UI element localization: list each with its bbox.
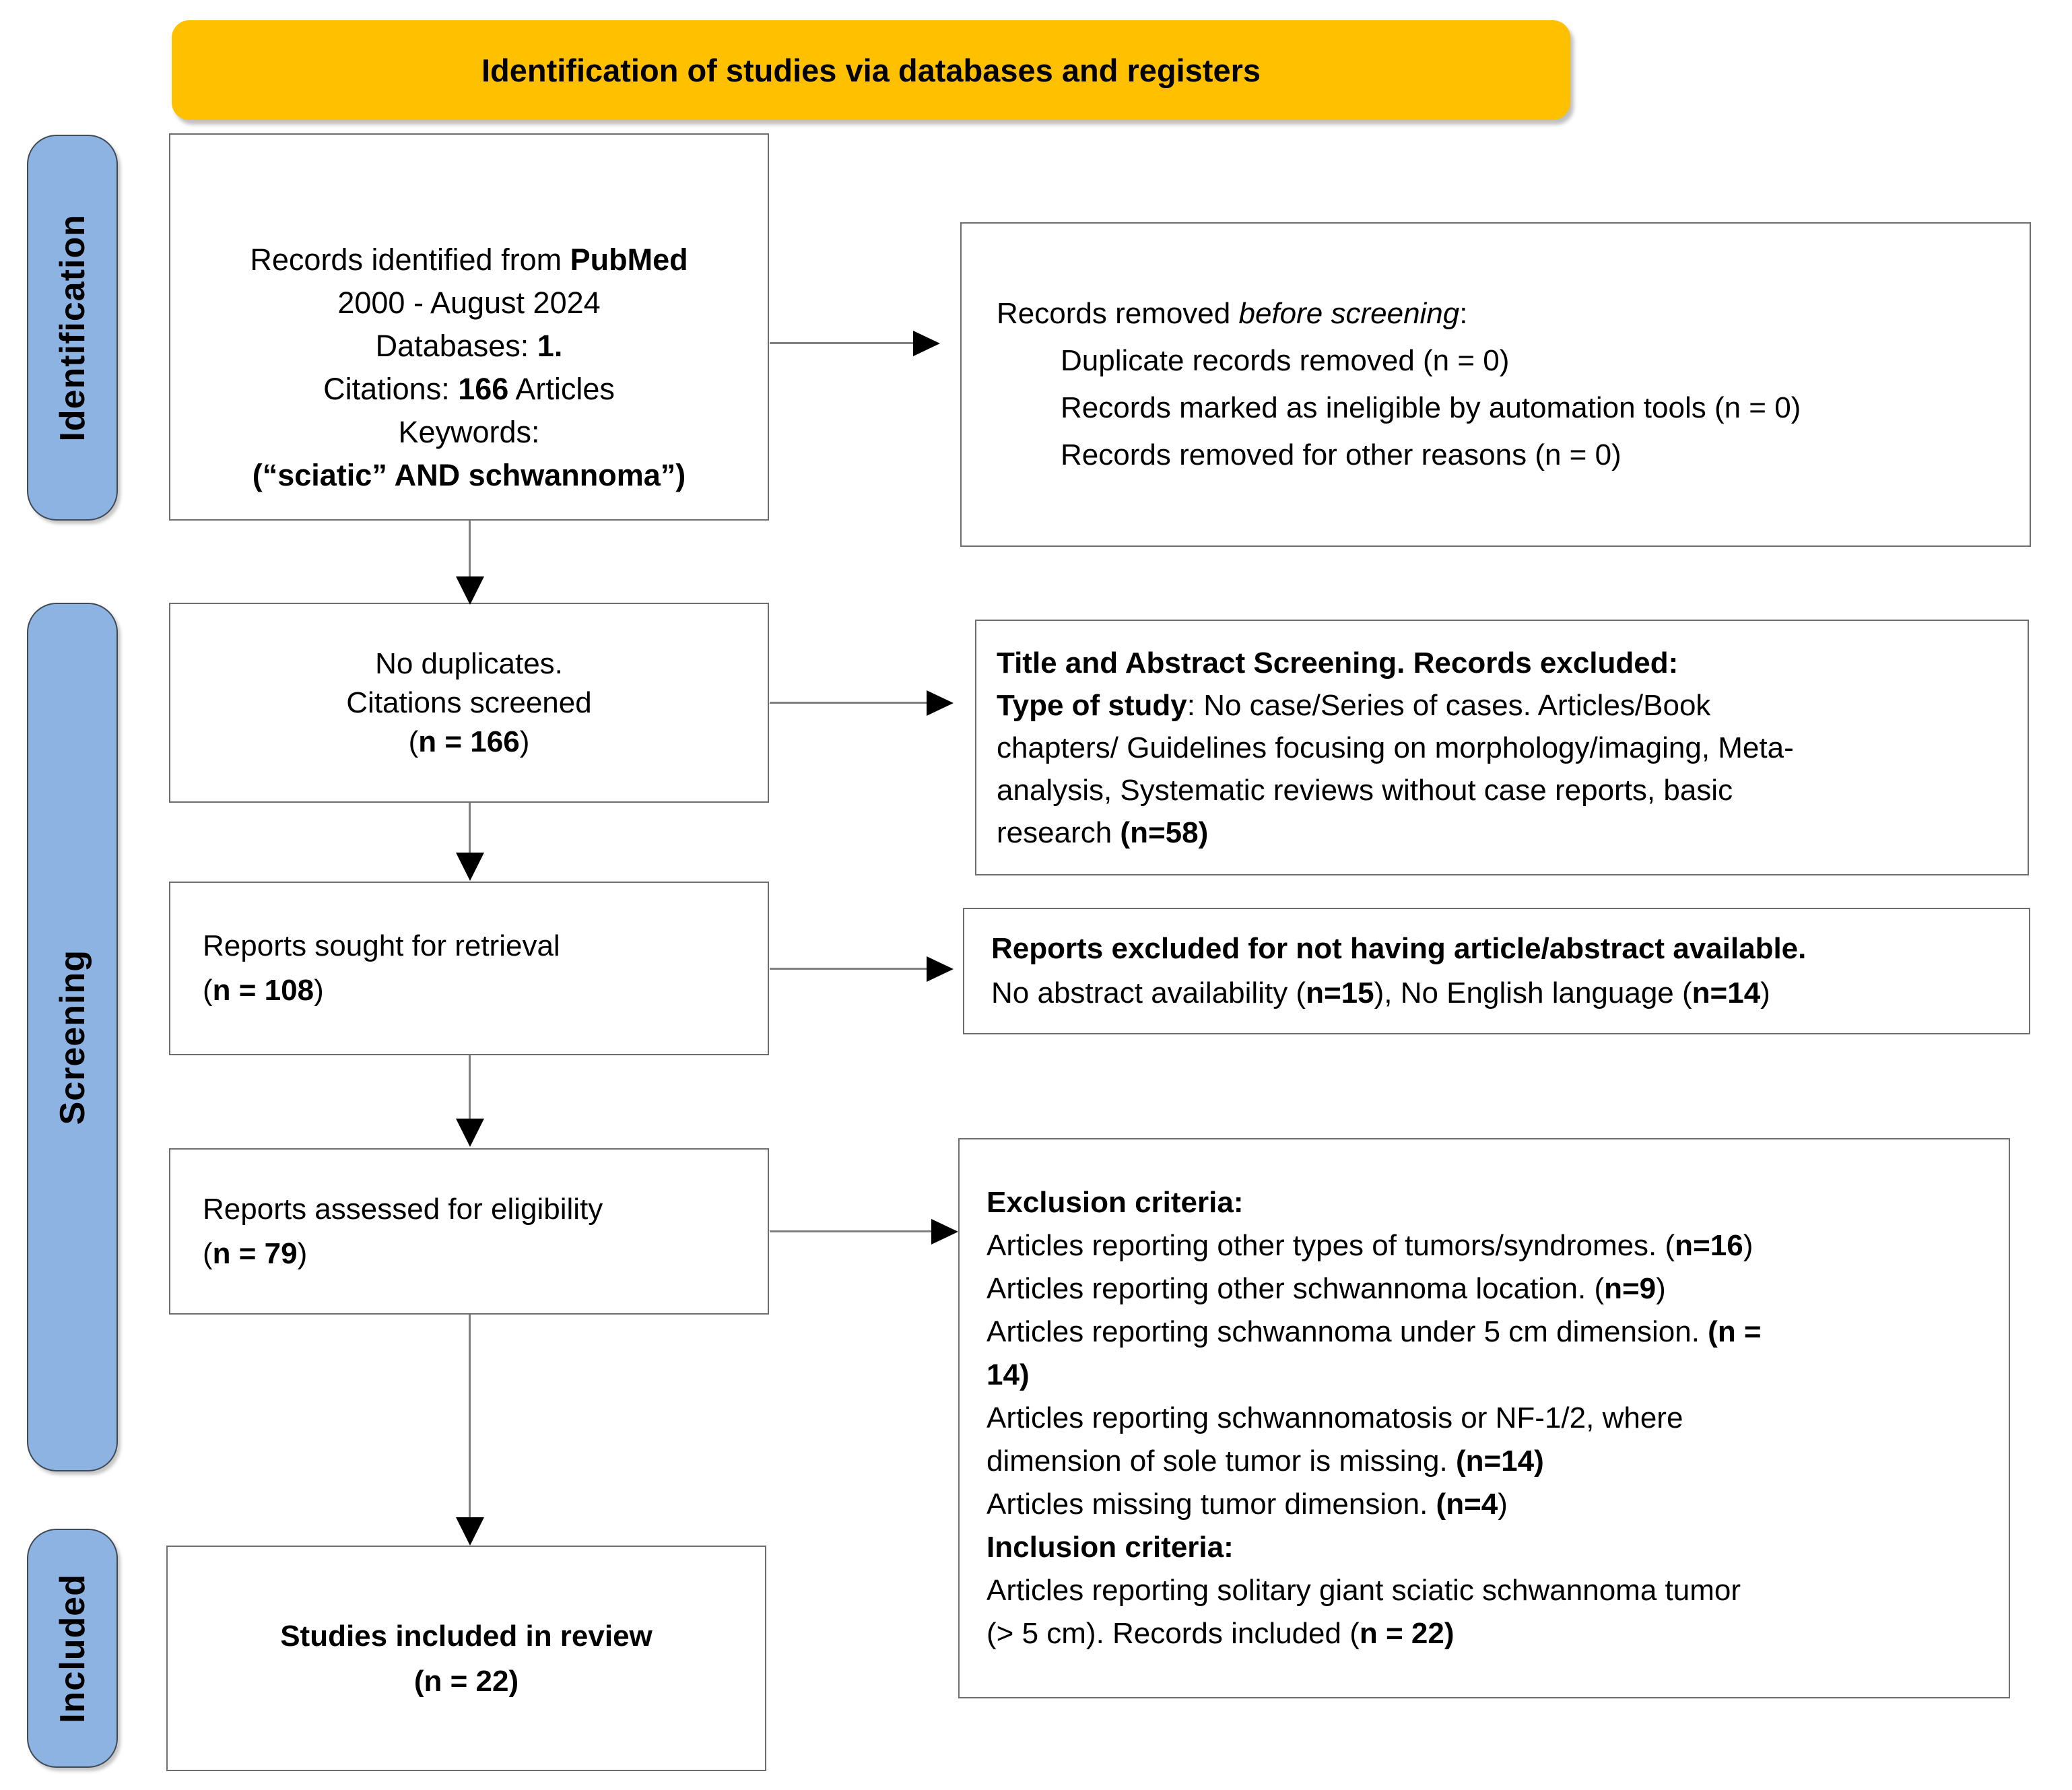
- arrow-identified-to-screened-line: [469, 521, 471, 578]
- arrow-assessed-to-included-head: [456, 1517, 484, 1546]
- stage-label-screening: Screening: [53, 949, 92, 1125]
- box-citations-screened-text: No duplicates.Citations screened(n = 166…: [346, 647, 592, 758]
- arrow-screened-to-sought-head: [456, 853, 484, 881]
- arrow-identified-to-removed-head: [913, 331, 940, 356]
- box-reports-excluded-text: Reports excluded for not having article/…: [991, 932, 1807, 1009]
- stage-bar-screening: Screening: [27, 603, 118, 1471]
- box-reports-assessed-text: Reports assessed for eligibility(n = 79): [203, 1192, 603, 1270]
- arrow-screened-to-excluded-line: [770, 702, 928, 704]
- stage-bar-identification: Identification: [27, 135, 118, 521]
- arrow-screened-to-sought-line: [469, 803, 471, 854]
- box-exclusion-inclusion-criteria-text: Exclusion criteria:Articles reporting ot…: [987, 1186, 1762, 1650]
- arrow-sought-to-assessed-line: [469, 1055, 471, 1120]
- box-reports-excluded: Reports excluded for not having article/…: [963, 908, 2030, 1034]
- box-exclusion-inclusion-criteria: Exclusion criteria:Articles reporting ot…: [958, 1138, 2010, 1698]
- stage-bar-included: Included: [27, 1529, 118, 1768]
- box-studies-included: Studies included in review(n = 22): [166, 1546, 766, 1771]
- box-citations-screened: No duplicates.Citations screened(n = 166…: [169, 603, 769, 803]
- arrow-assessed-to-criteria-line: [770, 1230, 933, 1232]
- arrow-identified-to-removed-line: [770, 342, 914, 344]
- box-title-abstract-screening: Title and Abstract Screening. Records ex…: [975, 620, 2029, 875]
- arrow-identified-to-screened-head: [456, 576, 484, 605]
- arrow-assessed-to-included-line: [469, 1315, 471, 1519]
- box-reports-sought: Reports sought for retrieval(n = 108): [169, 882, 769, 1055]
- banner-title: Identification of studies via databases …: [481, 52, 1261, 88]
- box-records-removed-text: Records removed before screening:Duplica…: [997, 297, 1801, 471]
- arrow-assessed-to-criteria-head: [931, 1219, 958, 1245]
- stage-label-identification: Identification: [53, 213, 92, 442]
- box-title-abstract-screening-text: Title and Abstract Screening. Records ex…: [997, 646, 1794, 849]
- box-reports-sought-text: Reports sought for retrieval(n = 108): [203, 929, 560, 1007]
- box-studies-included-text: Studies included in review(n = 22): [280, 1619, 653, 1698]
- arrow-sought-to-notretrieved-head: [927, 956, 954, 982]
- arrow-sought-to-assessed-head: [456, 1119, 484, 1147]
- banner: Identification of studies via databases …: [172, 20, 1570, 120]
- arrow-sought-to-notretrieved-line: [770, 968, 928, 970]
- box-records-removed: Records removed before screening:Duplica…: [960, 222, 2031, 547]
- arrow-screened-to-excluded-head: [927, 690, 954, 716]
- box-reports-assessed: Reports assessed for eligibility(n = 79): [169, 1148, 769, 1315]
- stage-label-included: Included: [53, 1573, 92, 1723]
